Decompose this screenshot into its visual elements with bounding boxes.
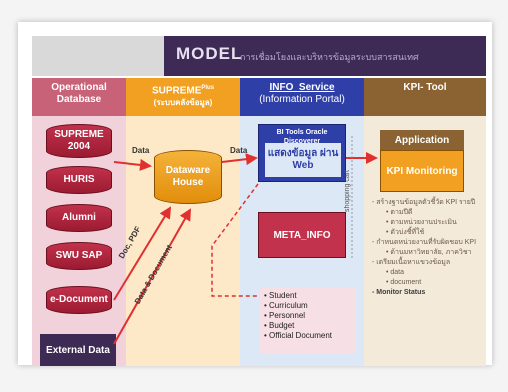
arrow-db-to-dw [113,158,152,171]
list-item: Budget [264,321,352,331]
arrow-doc-pdf [113,206,172,301]
slide-title: MODEL [176,44,243,63]
dashed-link [211,183,259,297]
supreme-sub: (ระบบคลังข้อมูล) [153,98,213,108]
bi-title: BI Tools Oracle Discoverer [276,129,328,145]
shopping-cart-label: shopping cart [344,170,351,213]
supreme-tag: Plus [201,85,215,91]
kpi-notes: - สร้างฐานข้อมูลตัวชี้วัด KPI รายปี • ตาม… [372,198,484,298]
title-bar-accent [32,36,164,76]
arrow-data-document [113,208,191,345]
kpi-note: - Monitor Status [372,289,426,296]
db-alumni: Alumni [46,204,112,232]
kpi-note: - กำหนดหน่วยงานที่รับผิดชอบ KPI [372,239,477,246]
header-supreme: SUPREMEPlus (ระบบคลังข้อมูล) [126,78,240,116]
kpi-note: - สร้างฐานข้อมูลตัวชี้วัด KPI รายปี [372,199,476,206]
kpi-monitoring: KPI Monitoring [380,150,464,192]
kpi-note: • document [386,279,422,286]
db-huris: HURIS [46,166,112,194]
info-list: Student Curriculum Personnel Budget Offi… [260,288,356,354]
application-label: Application [380,130,464,150]
list-item: Official Document [264,331,352,341]
label-data-2: Data [230,146,248,155]
column-kpi [364,78,486,366]
arrow-dw-to-bi [221,153,258,166]
info-sub: (Information Portal) [259,94,345,105]
list-item: Personnel [264,311,352,321]
kpi-note: • ตามปีดี [386,209,413,216]
list-item: Student [264,291,352,301]
db-supreme-2004: SUPREME 2004 [46,124,112,158]
kpi-note: - เตรียมเนื้อหาแขวงข้อมูล [372,259,451,266]
supreme-title: SUPREME [151,85,202,97]
kpi-note: • data [386,269,405,276]
kpi-note: • ตามหน่วยงานประเมิน [386,219,457,226]
kpi-note: • ด้านมหาวิทยาลัย, ภาควิชา [386,249,472,256]
bi-tools-box: BI Tools Oracle Discoverer แสดงข้อมูล ผ่… [258,124,346,182]
db-e-document: e-Document [46,286,112,314]
slide-subtitle: การเชื่อมโยงและบริหารข้อมูลระบบสารสนเทศ [240,52,419,62]
header-kpi: KPI- Tool [364,78,486,116]
header-info: INFO_Service (Information Portal) [240,78,364,116]
header-operational: Operational Database [32,78,126,116]
bi-web-display: แสดงข้อมูล ผ่าน Web [265,143,341,177]
kpi-note: • ตัวบ่งชี้ที่ใช้ [386,229,425,236]
list-item: Curriculum [264,301,352,311]
label-data-1: Data [132,146,150,155]
db-swu-sap: SWU SAP [46,242,112,270]
meta-info: META_INFO [258,212,346,258]
external-data: External Data [40,334,116,366]
info-title: INFO_Service [269,82,335,93]
dataware-house: Dataware House [154,150,222,204]
